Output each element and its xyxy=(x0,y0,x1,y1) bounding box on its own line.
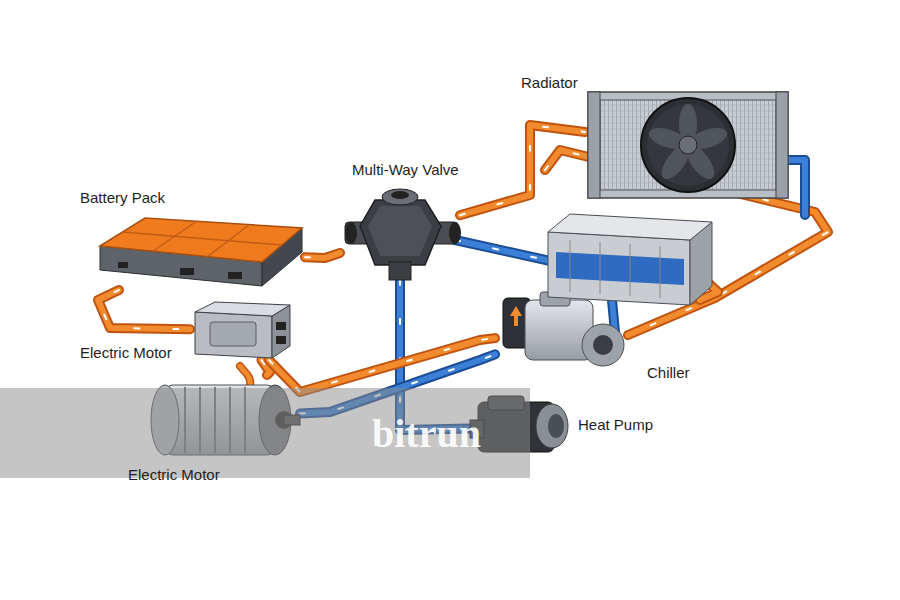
component-label: Electric Motor xyxy=(128,466,220,484)
battery-illustration-part xyxy=(122,232,282,245)
coolant-pipe xyxy=(460,125,585,215)
controller-illustration-part xyxy=(276,322,286,330)
heatpump-node: Heat Pump xyxy=(470,395,570,460)
component-label: Multi-Way Valve xyxy=(352,161,459,179)
watermark-text: bitrun xyxy=(372,410,481,457)
flow-mark xyxy=(98,290,190,329)
flow-mark xyxy=(305,253,340,258)
radiator-illustration-part xyxy=(588,92,788,198)
component-label: Chiller xyxy=(647,364,690,382)
valve-illustration-part xyxy=(368,206,432,256)
controller-illustration-part xyxy=(210,322,256,346)
battery-illustration-part xyxy=(100,218,302,262)
coolant-pipe-part xyxy=(455,240,555,262)
heatpump-illustration-part xyxy=(536,404,568,448)
exchanger-illustration-part xyxy=(548,232,690,305)
radiator-illustration-part xyxy=(776,92,788,198)
valve-illustration-part xyxy=(391,191,409,199)
coolant-pipe xyxy=(788,160,805,215)
motor-illustration-part xyxy=(240,366,250,386)
radiator-illustration-part xyxy=(679,136,697,154)
pipe-wall xyxy=(460,125,585,215)
radiator-illustration-part xyxy=(600,100,776,190)
radiator-illustration-part xyxy=(641,98,735,192)
chiller-illustration-part xyxy=(593,335,613,355)
coolant-pipe-part xyxy=(455,240,555,262)
coolant-pipe xyxy=(98,290,190,329)
watermark-band xyxy=(0,388,530,478)
battery-illustration-part xyxy=(228,272,242,279)
battery-illustration-part xyxy=(180,268,194,275)
exchanger-illustration-part xyxy=(548,214,712,240)
controller-illustration-part xyxy=(195,312,272,358)
radiator-illustration-part xyxy=(647,104,729,186)
component-label: Battery Pack xyxy=(80,189,165,207)
component-label: Radiator xyxy=(521,74,578,92)
pipe-core xyxy=(460,125,585,215)
controller-illustration-part xyxy=(276,336,286,344)
battery-node: Battery Pack xyxy=(90,215,305,290)
chiller-illustration-part xyxy=(514,316,518,326)
controller-node: Electric Motor xyxy=(190,300,290,360)
component-label: Electric Motor xyxy=(80,344,172,362)
radiator-node: Radiator xyxy=(585,90,790,200)
pipe-wall xyxy=(98,290,190,329)
exchanger-illustration-part xyxy=(600,242,601,294)
coolant-pipe xyxy=(455,240,555,262)
motor-illustration-part xyxy=(240,366,250,386)
motor-node: Electric Motor xyxy=(150,375,300,460)
valve-node: Multi-Way Valve xyxy=(340,185,460,280)
exchanger-illustration-part xyxy=(630,244,631,296)
exchanger-illustration-part xyxy=(660,246,661,298)
chiller-illustration-part xyxy=(510,306,522,316)
exchanger-illustration-part xyxy=(570,240,571,292)
radiator-illustration xyxy=(588,92,788,198)
coolant-pipe-part xyxy=(788,160,805,215)
chiller-node: Chiller xyxy=(495,290,625,370)
battery-illustration-part xyxy=(118,262,128,268)
valve-illustration xyxy=(345,189,461,280)
flow-mark xyxy=(460,125,585,215)
exchanger-illustration-part xyxy=(556,252,684,285)
controller-illustration xyxy=(195,302,290,358)
coolant-pipe-part xyxy=(788,160,805,215)
valve-illustration-part xyxy=(345,222,357,244)
component-label: Heat Pump xyxy=(578,416,653,434)
heatpump-illustration-part xyxy=(548,414,564,438)
chiller-illustration-part xyxy=(582,324,624,366)
chiller-illustration xyxy=(503,292,624,366)
coolant-pipe xyxy=(305,253,340,258)
valve-illustration-part xyxy=(360,200,441,265)
radiator-illustration-part xyxy=(588,92,600,198)
exchanger-illustration xyxy=(548,214,712,305)
pipe-core xyxy=(305,253,340,258)
coolant-pipe-part xyxy=(455,240,555,262)
pipe-wall xyxy=(305,253,340,258)
valve-illustration-part xyxy=(389,262,411,280)
pipe-core xyxy=(98,290,190,329)
valve-illustration-part xyxy=(382,189,418,205)
battery-illustration xyxy=(100,218,302,286)
valve-illustration-part xyxy=(449,222,461,244)
controller-illustration-part xyxy=(195,302,290,316)
